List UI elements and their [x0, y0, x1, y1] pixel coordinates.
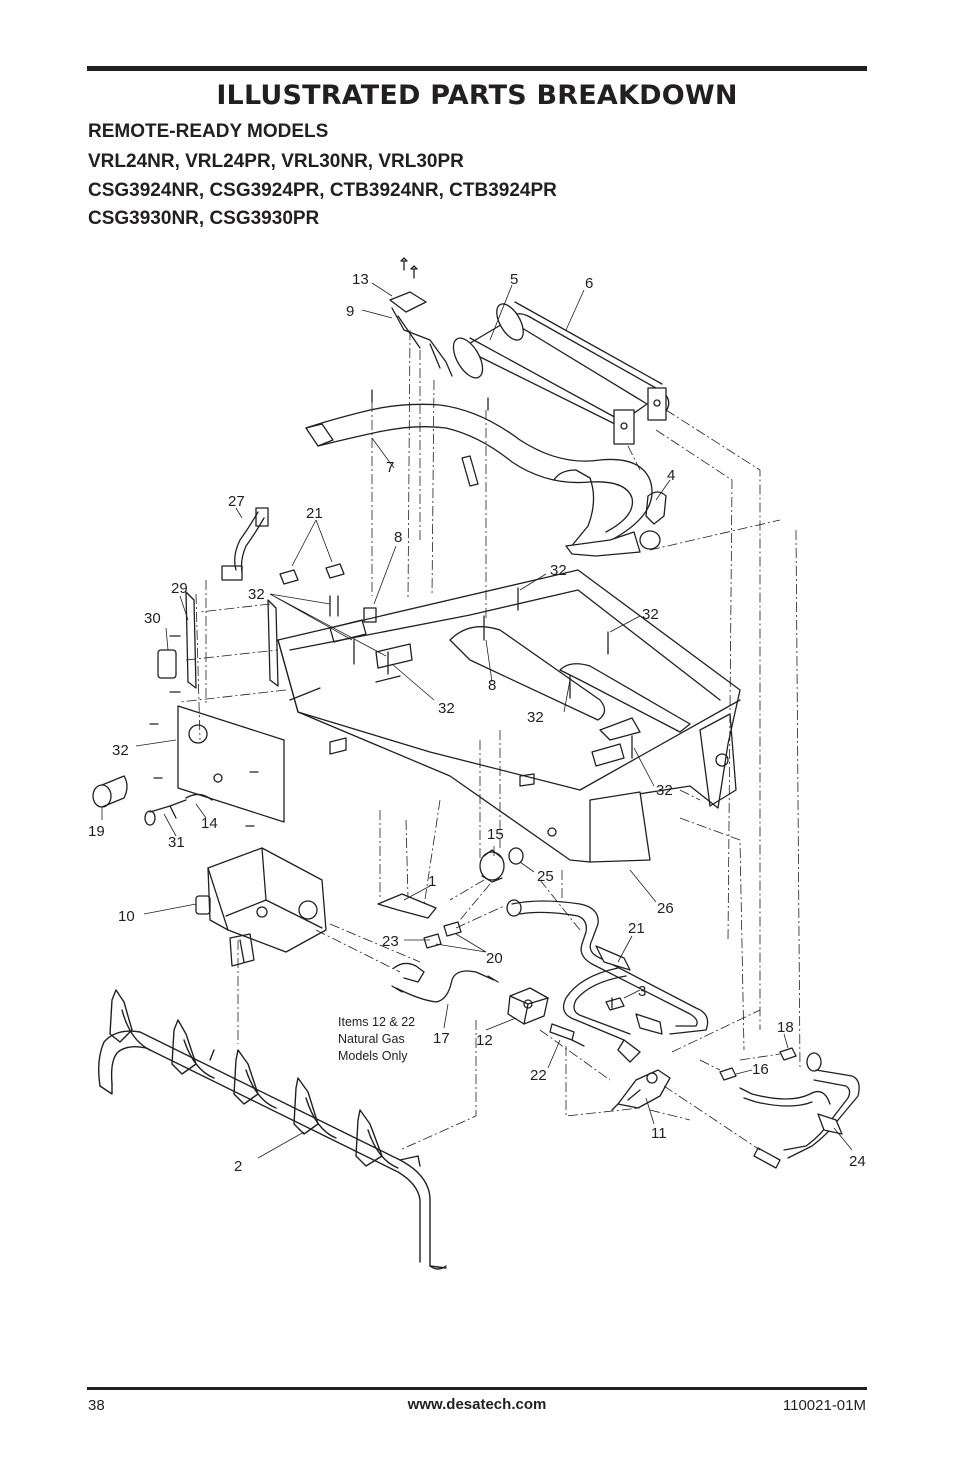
- callout-12: 17: [433, 1030, 450, 1047]
- callout-32: 32: [438, 700, 455, 717]
- posts: [329, 587, 633, 759]
- alignment-lines: [179, 329, 801, 1151]
- callout-32: 32: [656, 782, 673, 799]
- callout-32: 32: [642, 606, 659, 623]
- callout-32: 32: [248, 586, 265, 603]
- callout-27: 27: [228, 493, 245, 510]
- callout-4: 4: [667, 467, 675, 484]
- callout-5: 5: [510, 271, 518, 288]
- control-panel: [149, 705, 285, 827]
- callout-16: 18: [777, 1019, 794, 1036]
- manifold-tube: [506, 899, 709, 1063]
- pilot-valve: [611, 1069, 671, 1111]
- switch-plate: [157, 591, 279, 693]
- callout-32: 32: [527, 709, 544, 726]
- burner-tubes: [452, 301, 670, 445]
- callout-labels: 13 9 5 6 7 4 27 21 8 32 32 32 29 30 32 8…: [88, 271, 866, 1175]
- gas-valve: [195, 847, 327, 967]
- callout-21: 20: [486, 950, 503, 967]
- pan-burner: [305, 389, 661, 557]
- note-line-3: Models Only: [338, 1049, 408, 1063]
- burner-chassis: [277, 569, 741, 863]
- callout-21: 21: [306, 505, 323, 522]
- document-number: 110021-01M: [782, 1397, 866, 1414]
- callout-9: 9: [346, 303, 354, 320]
- piezo: [149, 799, 187, 819]
- knob: [92, 784, 112, 808]
- callout-13: 13: [352, 271, 369, 288]
- model-line-1: VRL24NR, VRL24PR, VRL30NR, VRL30PR: [88, 151, 464, 172]
- leader-lines: [101, 282, 853, 1159]
- log-grate: [97, 989, 447, 1270]
- callout-26: 25: [537, 868, 554, 885]
- model-line-2: CSG3924NR, CSG3924PR, CTB3924NR, CTB3924…: [88, 180, 557, 201]
- note-line-1: Items 12 & 22: [338, 1015, 415, 1029]
- top-rule: [87, 66, 867, 71]
- callout-1: 26: [657, 900, 674, 917]
- callout-18: 3: [638, 983, 646, 1000]
- callout-29: 29: [171, 580, 188, 597]
- model-line-3: CSG3930NR, CSG3930PR: [88, 208, 320, 229]
- callout-23: 10: [118, 908, 135, 925]
- control-knob: [479, 847, 524, 883]
- callout-19: 32: [112, 742, 129, 759]
- callout-11: 22: [530, 1067, 547, 1084]
- callout-25: 15: [487, 826, 504, 843]
- note-line-2: Natural Gas: [338, 1032, 405, 1046]
- callout-7: 7: [386, 459, 394, 476]
- callout-28: 2: [234, 1158, 242, 1175]
- bracket: [377, 893, 437, 919]
- parts-diagram: 13 9 5 6 7 4 27 21 8 32 32 32 29 30 32 8…: [88, 257, 866, 1270]
- page-title: ILLUSTRATED PARTS BREAKDOWN: [216, 80, 738, 111]
- callout-20: 23: [382, 933, 399, 950]
- callout-31: 19: [88, 823, 105, 840]
- pilot-assembly: [389, 257, 453, 377]
- gas-tube-12: [395, 970, 495, 1003]
- section-subtitle: REMOTE-READY MODELS: [88, 121, 329, 142]
- website-url: www.desatech.com: [407, 1396, 547, 1413]
- callout-22: 12: [476, 1032, 493, 1049]
- screws-21: [279, 563, 462, 949]
- pressure-regulator: [507, 987, 549, 1025]
- page-number: 38: [88, 1397, 105, 1414]
- callout-15: 14: [201, 815, 218, 832]
- pilot-tube: [719, 1047, 860, 1169]
- callout-30: 30: [144, 610, 161, 627]
- callout-2: 24: [849, 1153, 866, 1170]
- callout-24: 11: [651, 1125, 667, 1142]
- callout-8: 8: [488, 677, 496, 694]
- elbow-fitting: [393, 962, 425, 983]
- callout-6: 6: [585, 275, 593, 292]
- callout-17: 16: [752, 1061, 769, 1078]
- bottom-rule: [87, 1387, 867, 1390]
- callout-3: 21: [628, 920, 645, 937]
- callout-8: 8: [394, 529, 402, 546]
- receiver-wiring: [221, 507, 269, 581]
- cover-plate: [645, 491, 667, 525]
- callout-10: 1: [428, 873, 436, 890]
- fitting-18: [605, 997, 625, 1011]
- callout-32: 32: [550, 562, 567, 579]
- orifice-11: [549, 1023, 585, 1047]
- callout-14: 31: [168, 834, 185, 851]
